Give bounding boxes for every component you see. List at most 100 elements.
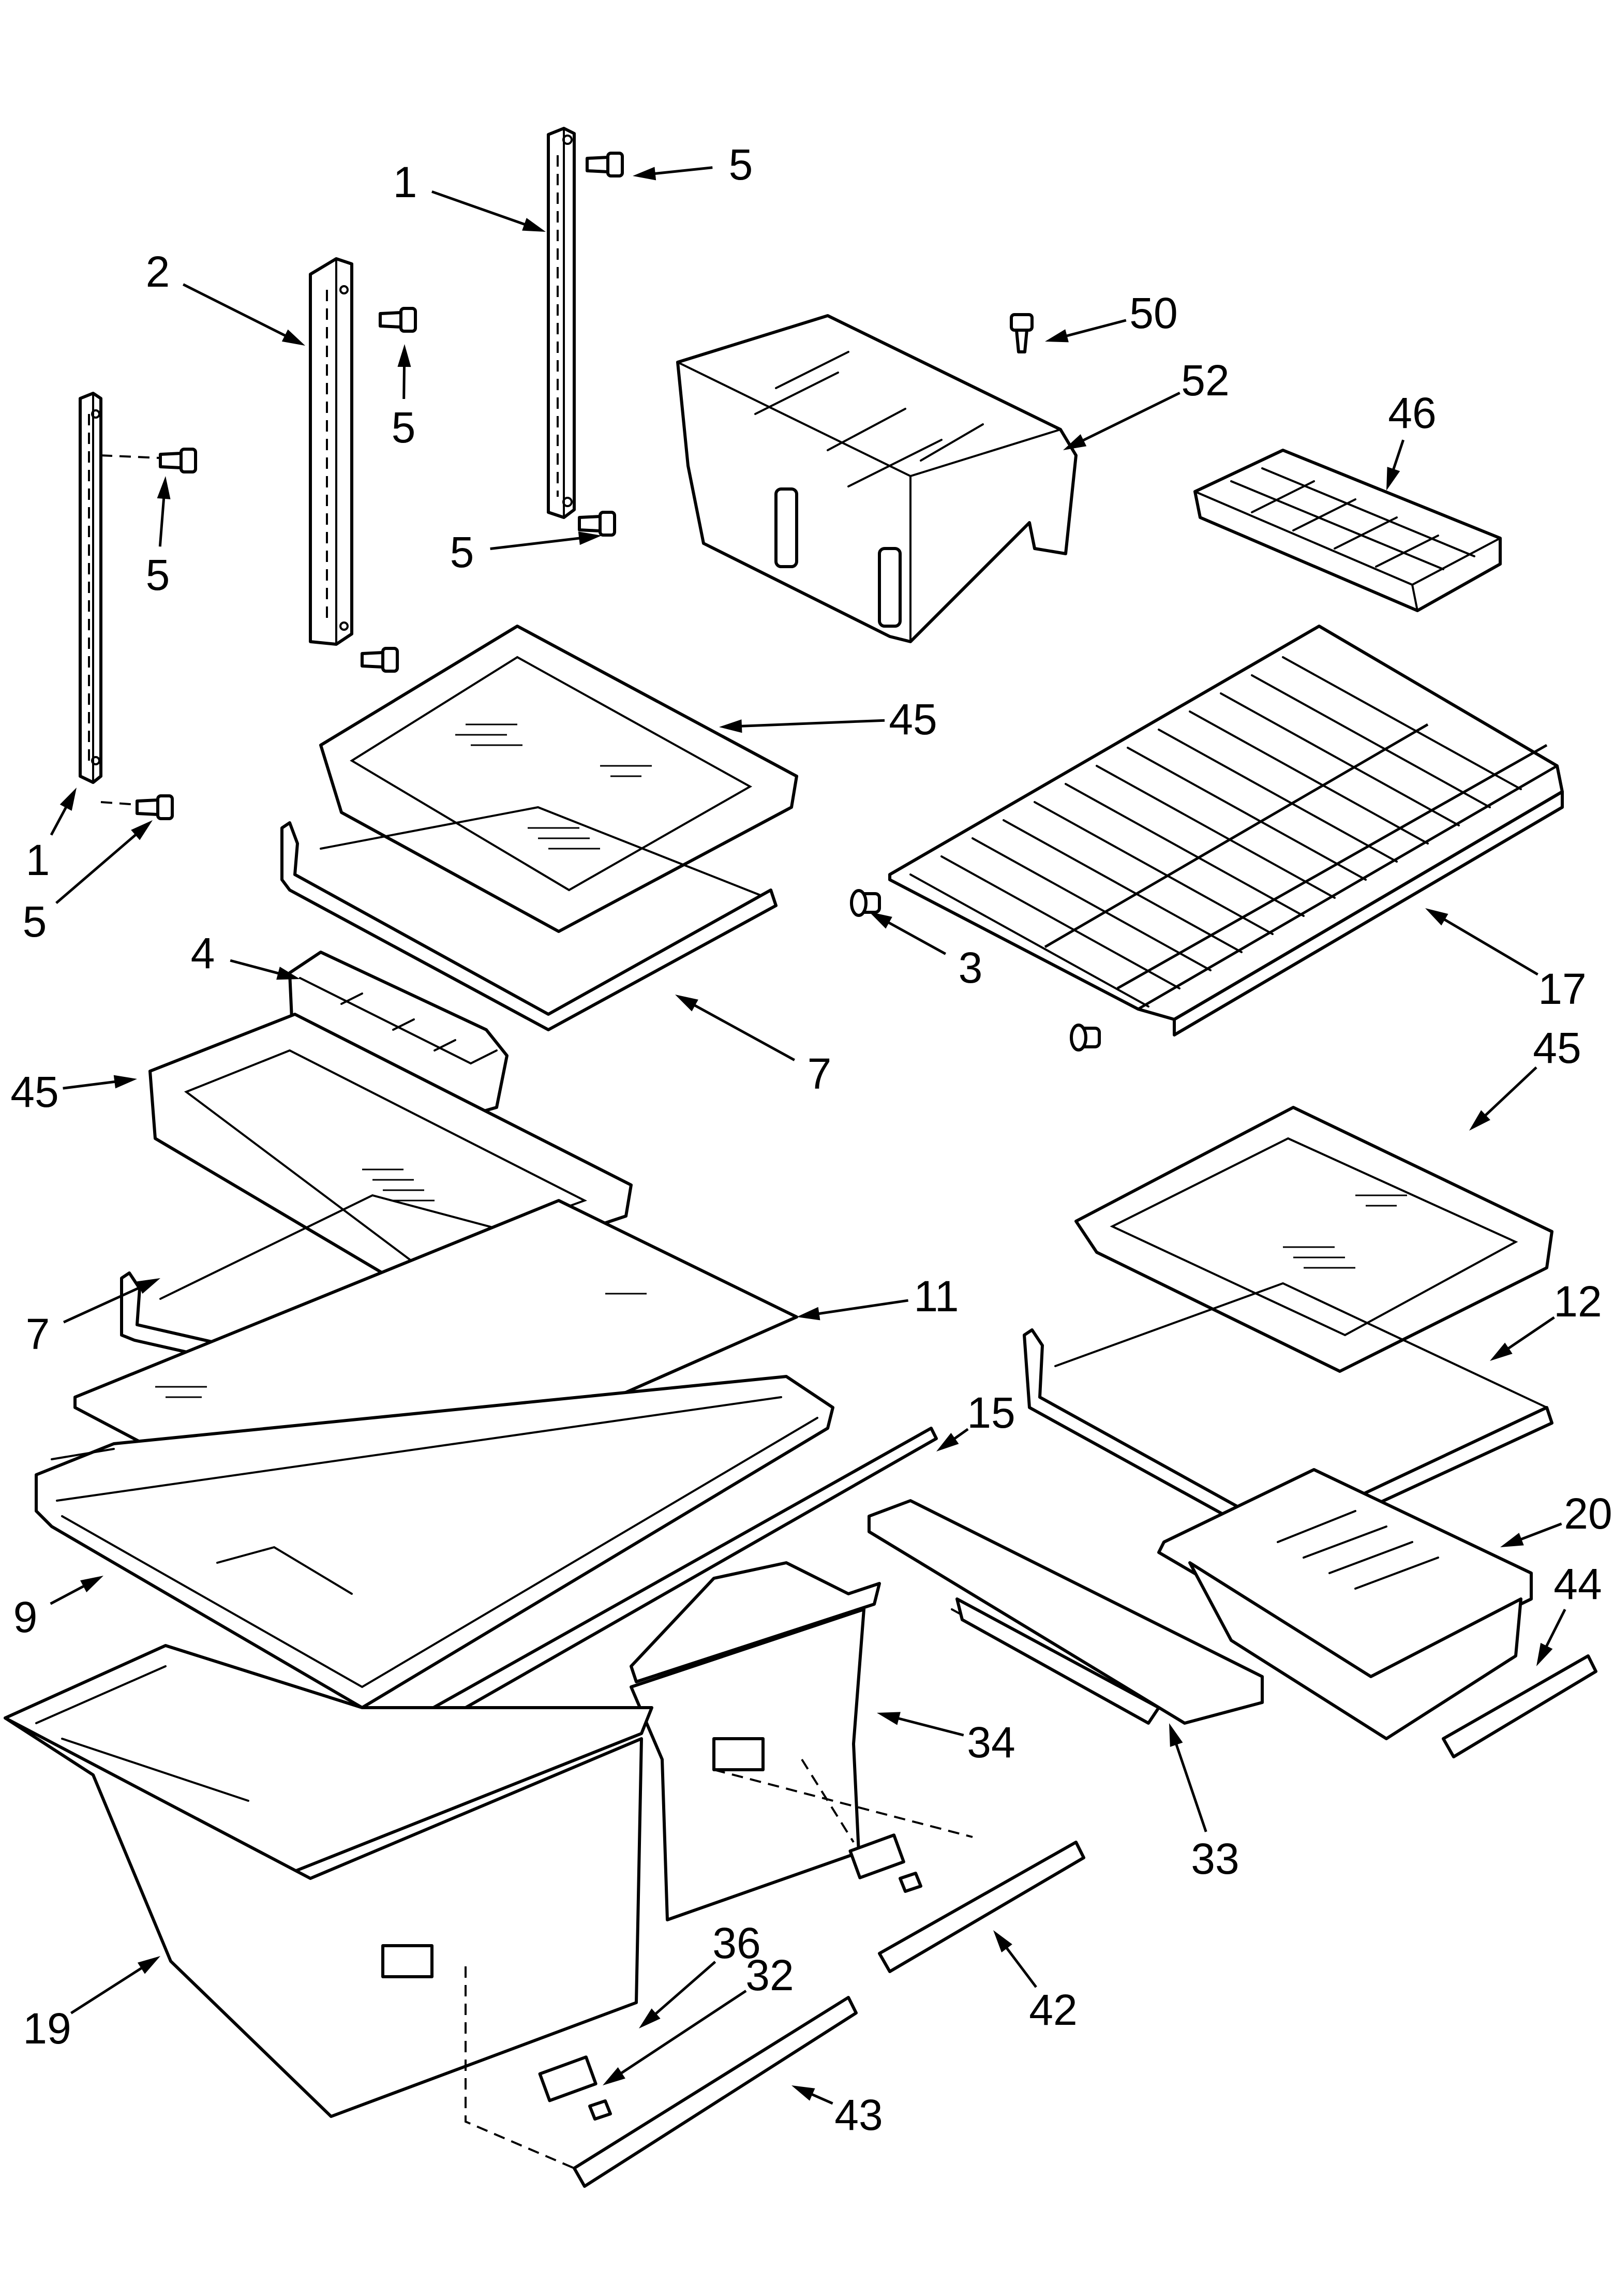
- leader-c12: [1502, 1316, 1555, 1354]
- arrowhead-c45c: [1469, 1110, 1490, 1131]
- crisper-drawer-right: [630, 1561, 881, 1921]
- arrowhead-c15: [936, 1432, 959, 1451]
- callout-c5d: 5: [450, 528, 474, 576]
- callout-c5c: 5: [146, 551, 170, 599]
- arrowhead-c44: [1536, 1642, 1553, 1666]
- arrowhead-c1b: [59, 788, 77, 811]
- leader-c5d: [490, 536, 587, 551]
- arrowhead-c36: [639, 2008, 661, 2028]
- leader-c17: [1438, 915, 1538, 976]
- callout-c19: 19: [23, 2004, 71, 2053]
- callout-c45c: 45: [1533, 1024, 1581, 1072]
- arrowhead-c1a: [522, 218, 546, 232]
- callout-c11: 11: [914, 1272, 959, 1321]
- leader-c44: [1542, 1609, 1566, 1653]
- callout-c43: 43: [834, 2091, 883, 2139]
- arrowhead-c5b: [397, 344, 411, 367]
- callout-c15: 15: [967, 1388, 1015, 1437]
- callout-c34: 34: [967, 1718, 1015, 1767]
- callout-c7b: 7: [26, 1310, 50, 1358]
- arrowhead-c5c: [157, 476, 171, 499]
- leader-c34: [891, 1715, 964, 1737]
- arrowhead-c45a: [719, 719, 742, 733]
- callout-c3: 3: [959, 943, 983, 992]
- arrowhead-c11: [797, 1307, 820, 1321]
- callout-c12: 12: [1553, 1277, 1602, 1326]
- leader-c52: [1076, 391, 1180, 445]
- callout-c5e: 5: [23, 897, 47, 946]
- arrowhead-c2: [281, 329, 305, 346]
- leader-c45a: [734, 719, 885, 728]
- arrowhead-c42: [993, 1930, 1012, 1952]
- callout-c1a: 1: [393, 158, 417, 206]
- callout-c4: 4: [191, 929, 215, 977]
- callout-c46: 46: [1388, 389, 1436, 437]
- leader-c45c: [1480, 1066, 1537, 1121]
- leader-c5a: [648, 166, 713, 176]
- leader-c42: [1002, 1942, 1037, 1988]
- shelf-ladder-right: [547, 127, 576, 519]
- callout-c32: 32: [745, 1951, 794, 1999]
- callout-c20: 20: [1564, 1489, 1612, 1538]
- leader-c20: [1514, 1522, 1562, 1543]
- leader-c5e: [55, 829, 142, 905]
- callout-c44: 44: [1553, 1560, 1602, 1608]
- ice-bin-cover: [676, 314, 1078, 643]
- arrowhead-c12: [1490, 1342, 1513, 1361]
- arrowhead-c20: [1500, 1533, 1524, 1547]
- arrowhead-c5a: [633, 167, 656, 181]
- crisper-drawer-left: [4, 1644, 653, 2118]
- shelf-ladder-center: [309, 257, 353, 646]
- leader-c33: [1173, 1737, 1207, 1832]
- shelf-frame-upper: [280, 806, 778, 1031]
- callout-c50: 50: [1129, 289, 1177, 337]
- leader-c7a: [688, 1001, 795, 1061]
- arrowhead-c33: [1169, 1723, 1183, 1747]
- crisper-cover-frame: [35, 1375, 834, 1709]
- leader-c7b: [63, 1283, 147, 1324]
- leader-c19: [70, 1963, 148, 2014]
- callout-c45a: 45: [889, 695, 937, 744]
- arrowhead-c46: [1386, 467, 1400, 491]
- arrowhead-c4: [276, 967, 300, 980]
- leader-c5c: [158, 491, 166, 547]
- shelf-support-parts: [850, 889, 1101, 1051]
- arrowhead-c19: [137, 1956, 160, 1974]
- arrowhead-c45b: [113, 1075, 137, 1089]
- glass-shelf-lower-right: [1074, 1106, 1553, 1373]
- arrowhead-c52: [1063, 434, 1087, 450]
- screw-parts: [100, 152, 1034, 820]
- arrowhead-c7a: [675, 995, 698, 1012]
- arrowhead-c3: [869, 912, 892, 929]
- callout-c36: 36: [712, 1919, 760, 1967]
- shelf-slide-frame: [1023, 1282, 1553, 1549]
- callout-c5a: 5: [729, 140, 753, 189]
- arrowhead-c9: [80, 1576, 103, 1593]
- callout-c2: 2: [146, 247, 170, 296]
- callout-c5b: 5: [392, 403, 416, 452]
- callout-c1b: 1: [26, 836, 50, 884]
- leader-c11: [812, 1299, 908, 1316]
- arrowhead-c17: [1425, 908, 1448, 926]
- leader-c36: [649, 1961, 716, 2020]
- callout-c9: 9: [13, 1593, 38, 1641]
- leader-c50: [1059, 319, 1127, 339]
- leader-c4: [230, 959, 286, 976]
- ice-cube-tray: [1193, 449, 1502, 612]
- arrowhead-c5d: [578, 531, 602, 545]
- callout-leaders: [50, 166, 1566, 2105]
- callout-c7a: 7: [808, 1049, 832, 1098]
- arrowhead-c34: [877, 1712, 901, 1725]
- callout-c52: 52: [1181, 356, 1229, 405]
- arrowhead-c32: [603, 2067, 625, 2085]
- arrowhead-c7b: [137, 1278, 160, 1294]
- leader-c3: [882, 918, 947, 955]
- glass-shelf-upper: [319, 625, 798, 933]
- callout-c33: 33: [1191, 1834, 1239, 1883]
- wire-shelf: [888, 625, 1564, 1036]
- arrowhead-c5e: [131, 820, 153, 840]
- trim-strips: [573, 1654, 1597, 2188]
- leader-c45b: [63, 1079, 122, 1090]
